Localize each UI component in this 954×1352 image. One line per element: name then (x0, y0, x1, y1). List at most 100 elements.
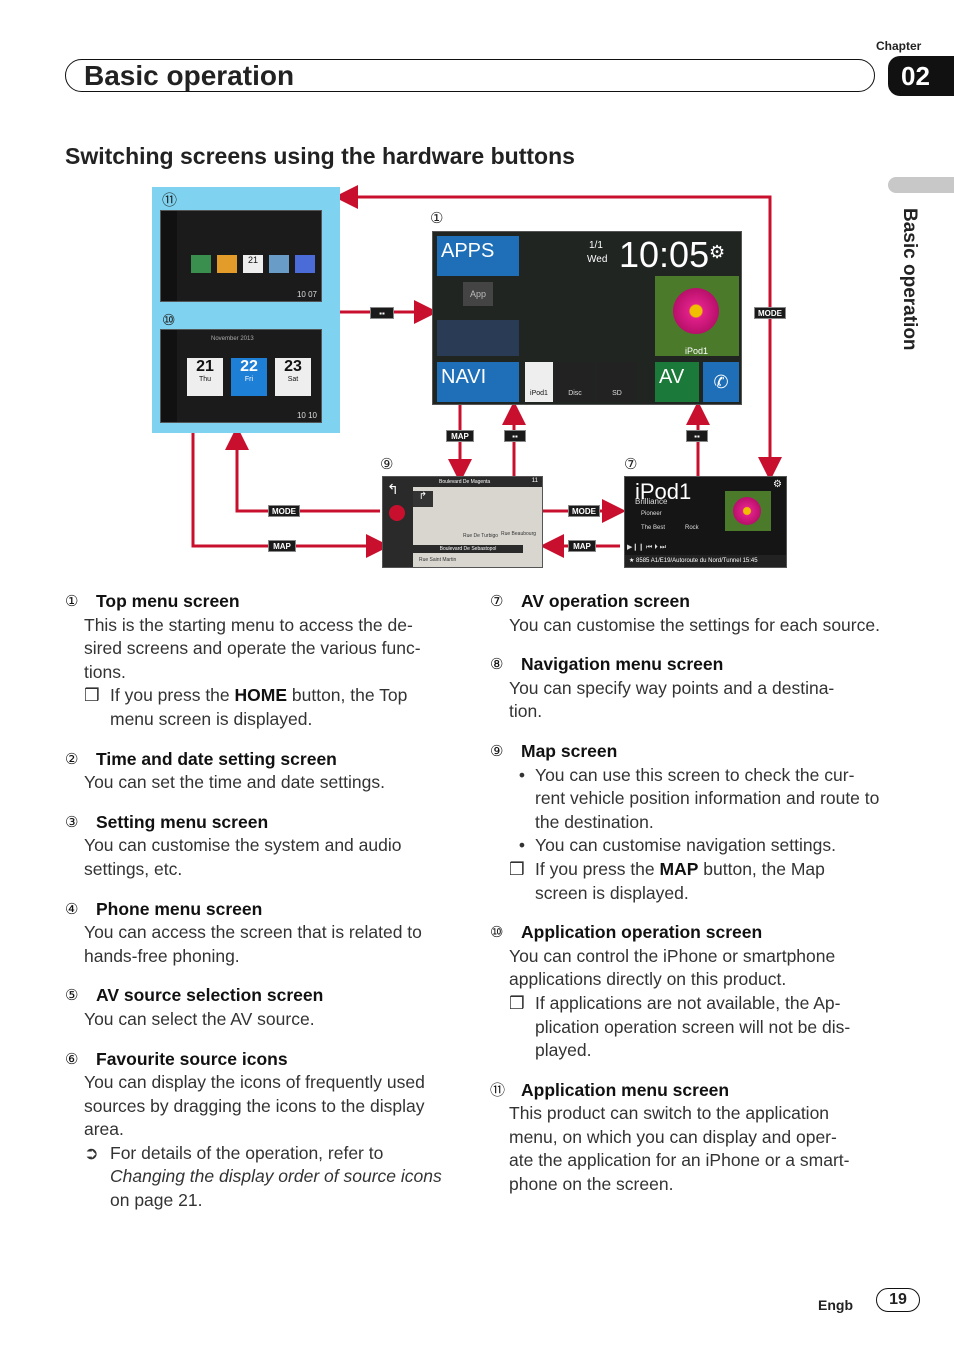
app-menu-screen: 21 10 07 (160, 210, 322, 302)
calendar-day-1[interactable]: 21 Thu (187, 358, 223, 396)
navi-button[interactable]: NAVI (437, 362, 519, 402)
item-number: ⑨ (490, 742, 504, 760)
arrow-app-to-map (191, 432, 390, 558)
day-num: 22 (240, 358, 258, 375)
calendar-day-3[interactable]: 23 Sat (275, 358, 311, 396)
item-application-menu: ⑪ Application menu screen This product ca… (490, 1079, 880, 1197)
item-title: Top menu screen (96, 591, 240, 611)
top-menu-screen: APPS App NAVI 1/1 Wed 10:05 ⚙ iPod1 iPod… (432, 231, 742, 405)
calendar-day-2[interactable]: 22 Fri (231, 358, 267, 396)
map-label-a: Rue De Turbigo (463, 533, 499, 539)
page-number: 19 (876, 1288, 920, 1312)
day-name: Thu (198, 376, 212, 383)
chapter-label: Chapter (876, 39, 922, 53)
home-button-icon[interactable]: ▪▪ (504, 430, 526, 442)
home-button-icon[interactable]: ▪▪ (686, 430, 708, 442)
map-button-label[interactable]: MAP (446, 430, 474, 442)
app-operation-screen: November 2013 21 Thu 22 Fri 23 Sat 10 10 (160, 329, 322, 423)
carmediaplay-icon[interactable] (295, 255, 315, 273)
reference-note: ➲ For details of the operation, refer to … (65, 1142, 455, 1213)
item-title: Map screen (521, 740, 618, 761)
gear-icon[interactable]: ⚙ (773, 479, 782, 490)
stop-sign-icon (389, 505, 405, 521)
item-number: ⑪ (490, 1081, 506, 1099)
note-marker: ❒ (84, 685, 100, 706)
date-day: Wed (587, 254, 608, 265)
day-name: Sat (287, 376, 299, 383)
maps-icon[interactable] (191, 255, 211, 273)
av-artist: Pioneer (641, 511, 662, 517)
note-text: If applications are not available, the A… (535, 992, 851, 1061)
album-art-flower (655, 276, 739, 356)
photos-icon[interactable] (269, 255, 289, 273)
turn-right-icon[interactable]: ↱ (413, 491, 433, 507)
page-title: Basic operation (84, 60, 295, 91)
item-body: You can select the AV source. (84, 1008, 315, 1029)
item-body: This is the starting menu to access the … (84, 614, 421, 682)
bullet-marker: • (518, 764, 526, 785)
note: ❒ If you press the HOME button, the Top m… (65, 684, 455, 731)
item-title: Application menu screen (521, 1079, 730, 1100)
apps-button[interactable]: APPS (437, 236, 519, 276)
callout-9: ⑨ (380, 456, 394, 473)
map-button-label[interactable]: MAP (568, 540, 596, 552)
day-num: 23 (284, 358, 302, 375)
note: ❒If applications are not available, the … (490, 992, 880, 1063)
fav-ipod[interactable]: iPod1 (525, 362, 553, 402)
note: ❒If you press the MAP button, the Map sc… (490, 858, 880, 905)
reference-text: For details of the operation, refer to C… (110, 1142, 442, 1211)
flower-image (733, 497, 761, 525)
callout-10: ⑩ (162, 312, 176, 329)
av-button[interactable]: AV (655, 362, 699, 402)
item-number: ⑧ (490, 656, 504, 674)
phone-icon[interactable]: ✆ (703, 362, 739, 402)
side-tab-marker (888, 177, 954, 193)
map-button-label[interactable]: MAP (268, 540, 296, 552)
app-menu-sidebar (161, 211, 177, 301)
item-number: ⑤ (65, 987, 79, 1005)
item-number: ⑩ (490, 924, 504, 942)
item-av-source: ⑤ AV source selection screen You can sele… (65, 984, 455, 1031)
mode-button-label[interactable]: MODE (568, 505, 600, 517)
app-op-sidebar (161, 330, 177, 422)
footer-language: Engb (818, 1297, 853, 1313)
flower-image (673, 288, 719, 334)
day-num: 21 (196, 358, 214, 375)
item-title: Time and date setting screen (96, 748, 337, 769)
mode-button-label[interactable]: MODE (268, 505, 300, 517)
item-map-screen: ⑨ Map screen • You can use this screen to … (490, 740, 880, 905)
hardware-home-button-icon[interactable]: ▪▪ (370, 307, 394, 319)
clock-time[interactable]: 10:05 (619, 234, 710, 275)
mode-button-label[interactable]: MODE (754, 307, 786, 319)
app-button[interactable]: App (463, 282, 493, 306)
reference-link[interactable]: Changing the display order of source ico… (110, 1166, 442, 1187)
nav-distance: 8585 (636, 558, 650, 564)
item-title: Setting menu screen (96, 811, 269, 832)
av-song-title: Brilliance (635, 497, 668, 506)
calendar-icon[interactable]: 21 (243, 255, 263, 273)
arrow-mode-to-app-menu (334, 185, 772, 318)
arrow-icon: ➲ (84, 1142, 99, 1163)
arrow-map-to-app (225, 426, 380, 513)
item-title: AV source selection screen (96, 985, 324, 1006)
gear-icon[interactable]: ⚙ (709, 242, 726, 262)
item-body: This product can switch to the applicati… (509, 1103, 850, 1195)
note-text: If you press the HOME button, the Top me… (110, 685, 408, 729)
bullet: • You can use this screen to check the cu… (490, 764, 880, 835)
bullet-text: You can use this screen to check the cur… (535, 764, 880, 832)
note-text: If you press the MAP button, the Map scr… (535, 858, 825, 903)
callout-1: ① (430, 210, 444, 227)
day-name: Fri (244, 376, 254, 383)
ipod-label: iPod1 (685, 346, 709, 356)
fav-disc[interactable]: Disc (555, 362, 595, 402)
contacts-icon[interactable] (217, 255, 237, 273)
app-menu-icons: 21 (191, 255, 315, 273)
av-controls[interactable]: ▶❙❙ ⏮ ⏵ ⏭ (627, 544, 667, 551)
fav-sd[interactable]: SD (597, 362, 637, 402)
